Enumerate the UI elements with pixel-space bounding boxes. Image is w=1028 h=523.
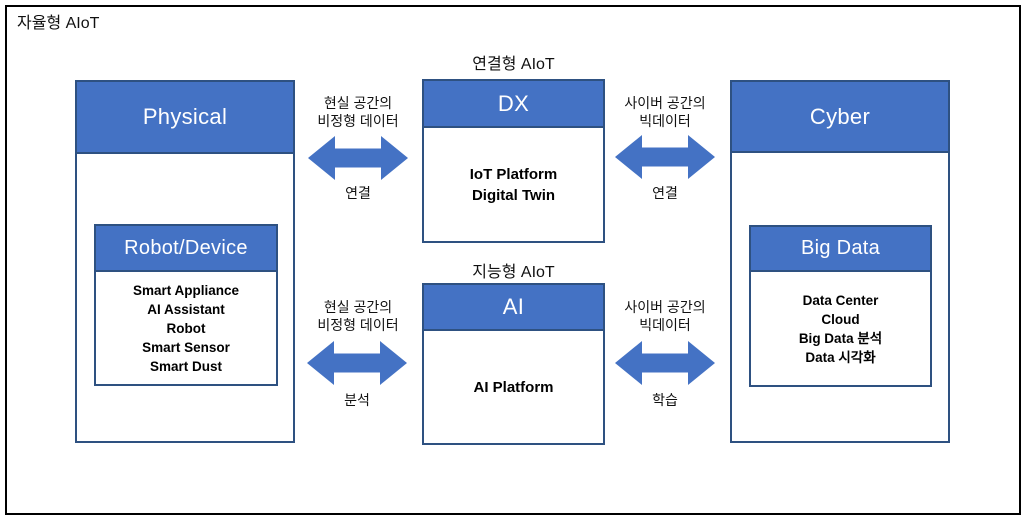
list-item: AI Assistant <box>147 301 225 317</box>
list-item: Digital Twin <box>471 186 556 204</box>
arrow-label-ai-cyber: 사이버 공간의 빅데이터 <box>595 298 735 334</box>
double-arrow-icon-physical-ai <box>307 341 407 385</box>
big-data-panel: Big Data Data Center Cloud Big Data 분석 D… <box>749 225 932 387</box>
arrow-label-physical-dx-bottom: 연결 <box>345 185 371 201</box>
ai-panel-header: AI <box>424 285 603 331</box>
arrow-label-line: 현실 공간의 <box>323 95 393 111</box>
robot-device-panel-header: Robot/Device <box>96 226 276 272</box>
arrow-label-line: 비정형 데이터 <box>317 113 399 129</box>
arrow-label-line: 사이버 공간의 <box>624 299 706 315</box>
double-arrow-icon-physical-dx <box>308 136 408 180</box>
section-label-intelligent-aiot: 지능형 AIoT <box>472 264 555 281</box>
list-item: Data 시각화 <box>805 349 876 365</box>
arrow-label-physical-dx: 현실 공간의 비정형 데이터 <box>288 94 428 130</box>
arrow-label-line: 현실 공간의 <box>323 299 393 315</box>
big-data-list: Data Center Cloud Big Data 분석 Data 시각화 <box>751 272 930 385</box>
list-item: Cloud <box>821 311 860 327</box>
ai-panel: AI AI Platform <box>422 283 605 445</box>
big-data-panel-header: Big Data <box>751 227 930 272</box>
dx-panel-body: IoT Platform Digital Twin <box>424 128 603 241</box>
arrow-label-line: 빅데이터 <box>639 317 691 333</box>
robot-device-list: Smart Appliance AI Assistant Robot Smart… <box>96 272 276 384</box>
list-item: AI Platform <box>473 378 554 396</box>
dx-panel-header: DX <box>424 81 603 128</box>
robot-device-panel: Robot/Device Smart Appliance AI Assistan… <box>94 224 278 386</box>
double-arrow-icon-dx-cyber <box>615 135 715 179</box>
dx-panel: DX IoT Platform Digital Twin <box>422 79 605 243</box>
arrow-label-line: 사이버 공간의 <box>624 95 706 111</box>
arrow-label-line: 빅데이터 <box>639 113 691 129</box>
list-item: Smart Dust <box>149 358 222 374</box>
list-item: Smart Appliance <box>132 282 240 298</box>
arrow-label-physical-ai: 현실 공간의 비정형 데이터 <box>288 298 428 334</box>
list-item: Data Center <box>802 292 879 308</box>
physical-panel-header: Physical <box>77 82 293 154</box>
diagram-title: 자율형 AIoT <box>17 15 100 32</box>
arrow-label-dx-cyber: 사이버 공간의 빅데이터 <box>595 94 735 130</box>
list-item: Smart Sensor <box>142 339 230 355</box>
ai-panel-body: AI Platform <box>424 331 603 443</box>
cyber-panel-header: Cyber <box>732 82 948 153</box>
list-item: IoT Platform <box>469 165 558 183</box>
arrow-label-line: 비정형 데이터 <box>317 317 399 333</box>
section-label-connected-aiot: 연결형 AIoT <box>472 56 555 73</box>
arrow-label-dx-cyber-bottom: 연결 <box>652 185 678 201</box>
arrow-label-ai-cyber-bottom: 학습 <box>652 392 678 408</box>
double-arrow-icon-ai-cyber <box>615 341 715 385</box>
arrow-label-physical-ai-bottom: 분석 <box>344 392 370 408</box>
list-item: Robot <box>166 320 206 336</box>
list-item: Big Data 분석 <box>798 330 883 346</box>
